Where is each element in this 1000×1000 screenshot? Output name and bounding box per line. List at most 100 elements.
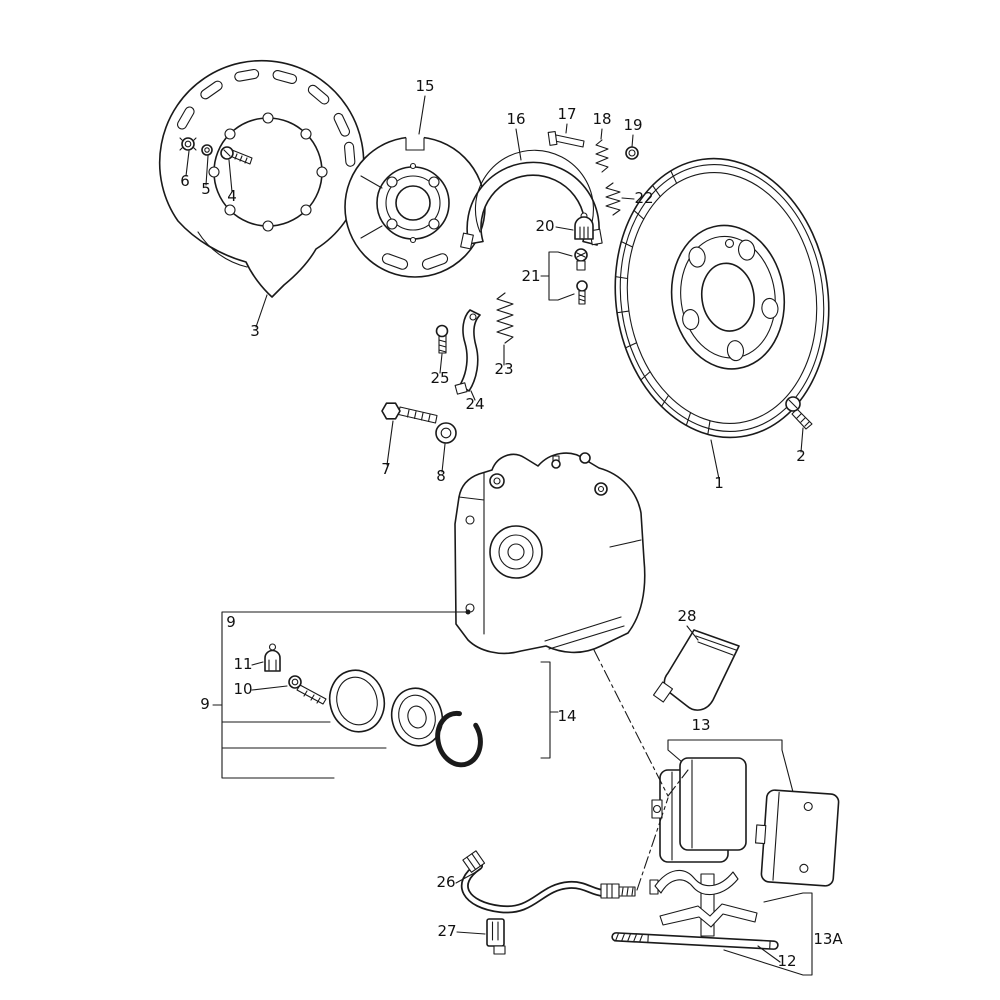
part-clip-27	[486, 918, 506, 955]
callout-label-1: 1	[714, 474, 724, 492]
callout-15: 15	[415, 77, 435, 135]
bracket-kit-9	[221, 609, 471, 779]
assembly-axis-lines	[593, 649, 689, 891]
part-brake-caliper	[454, 452, 646, 655]
part-pin-17	[547, 130, 585, 148]
callout-19: 19	[623, 116, 643, 148]
callout-16: 16	[506, 110, 526, 161]
callout-26: 26	[436, 871, 477, 891]
part-washer-5	[201, 144, 213, 156]
part-bleeder-valve-11	[264, 643, 281, 672]
callout-label-16: 16	[506, 110, 525, 128]
callout-label-8: 8	[436, 467, 446, 485]
callout-label-18: 18	[592, 110, 611, 128]
callout-17: 17	[557, 105, 577, 134]
part-lock-nut-6	[179, 137, 197, 151]
callout-label-21: 21	[521, 267, 540, 285]
callout-label-23: 23	[494, 360, 513, 378]
callout-28: 28	[677, 607, 699, 641]
part-grease-tube	[652, 629, 740, 711]
callout-label-17: 17	[557, 105, 576, 123]
callout-6: 6	[180, 150, 190, 190]
part-spreader-spring-upper	[649, 869, 739, 896]
part-spring-22	[605, 182, 621, 216]
callout-7: 7	[381, 420, 394, 478]
callout-label-13a: 13A	[813, 930, 843, 948]
part-brake-hose	[460, 850, 636, 914]
callout-8: 8	[436, 443, 446, 485]
callout-23: 23	[494, 344, 514, 378]
callout-10: 10	[233, 680, 288, 698]
part-screw-2	[785, 396, 813, 430]
callout-label-9-left: 9	[200, 695, 210, 713]
callout-label-4: 4	[227, 187, 237, 205]
part-brake-disc	[614, 157, 830, 439]
callout-label-5: 5	[201, 180, 211, 198]
callout-2: 2	[796, 427, 806, 465]
part-lever-24	[454, 309, 481, 395]
callout-20: 20	[535, 217, 574, 235]
callout-14: 14	[557, 707, 576, 725]
callout-label-10: 10	[233, 680, 252, 698]
part-bolt-25	[435, 324, 449, 354]
bracket-14	[540, 661, 559, 759]
part-snap-ring	[435, 710, 483, 768]
callout-4: 4	[227, 159, 237, 205]
callout-label-25: 25	[430, 369, 449, 387]
part-spreader-spring-lower	[659, 903, 758, 928]
callout-3: 3	[250, 294, 268, 340]
part-seal-ring-large	[328, 669, 386, 733]
part-bolt-7	[381, 402, 438, 424]
callout-5: 5	[201, 155, 211, 198]
part-splash-shield	[158, 59, 365, 298]
callout-label-22: 22	[634, 189, 653, 207]
bracket-13a	[723, 892, 813, 976]
part-piston-seal	[390, 687, 444, 747]
callout-label-26: 26	[436, 873, 455, 891]
callout-label-7: 7	[381, 460, 391, 478]
part-nut-19	[625, 146, 639, 160]
callout-label-24: 24	[465, 395, 484, 413]
callout-label-2: 2	[796, 447, 806, 465]
callout-label-9-top: 9	[226, 613, 236, 631]
callout-1: 1	[710, 439, 724, 492]
callout-18: 18	[592, 110, 612, 140]
callout-9-top: 9	[226, 613, 236, 631]
callout-label-14: 14	[557, 707, 576, 725]
part-brake-pad-outer	[754, 789, 840, 887]
callout-label-27: 27	[437, 922, 456, 940]
part-spring-23	[496, 292, 514, 344]
part-washer-8	[435, 422, 457, 444]
part-fitting-10	[288, 675, 327, 705]
callout-21: 21	[521, 251, 575, 301]
callout-13a: 13A	[813, 930, 843, 948]
callout-label-13: 13	[691, 716, 710, 734]
callout-22: 22	[621, 189, 654, 207]
part-adjuster-set-21	[574, 248, 588, 305]
callout-label-6: 6	[180, 172, 190, 190]
part-spring-18	[595, 139, 609, 173]
part-anchor-plate	[344, 132, 486, 278]
part-retaining-pin	[611, 932, 779, 950]
callout-label-19: 19	[623, 116, 642, 134]
callout-label-15: 15	[415, 77, 434, 95]
part-screw-4	[220, 146, 253, 165]
callout-12: 12	[757, 945, 797, 970]
part-retainer-plate	[700, 873, 715, 937]
callout-25: 25	[430, 353, 450, 387]
part-adjuster-20	[574, 212, 594, 240]
callout-9-left: 9	[200, 695, 223, 713]
callout-11: 11	[233, 655, 264, 673]
callout-27: 27	[437, 922, 486, 940]
callout-label-20: 20	[535, 217, 554, 235]
callout-label-12: 12	[777, 952, 796, 970]
bracket-13	[667, 739, 794, 793]
callout-13: 13	[691, 716, 710, 734]
callout-label-28: 28	[677, 607, 696, 625]
part-brake-shoe	[460, 149, 603, 250]
callout-label-3: 3	[250, 322, 260, 340]
part-brake-pad-front	[679, 757, 747, 851]
callout-24: 24	[465, 390, 485, 413]
